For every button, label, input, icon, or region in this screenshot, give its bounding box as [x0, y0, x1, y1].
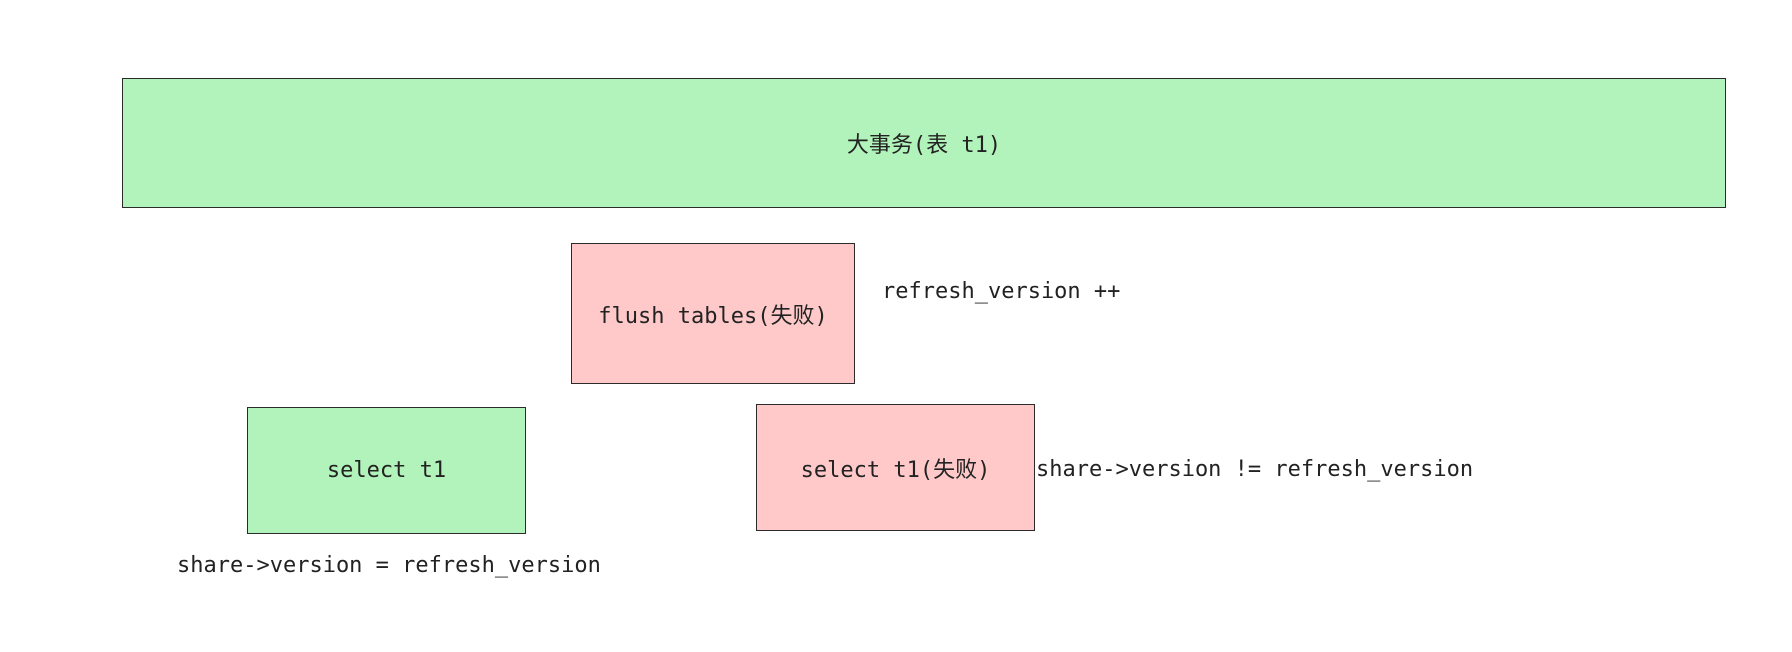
refresh-version-increment-note: refresh_version ++: [882, 279, 1121, 304]
select-t1-failed-label: select t1(失败): [800, 457, 991, 483]
flush-tables-label: flush tables(失败): [598, 303, 828, 329]
version-not-equal-note: share->version != refresh_version: [1036, 457, 1474, 482]
version-equal-note: share->version = refresh_version: [177, 553, 601, 578]
big-transaction-label: 大事务(表 t1): [846, 133, 1002, 158]
select-t1-failed-box: select t1(失败): [756, 404, 1035, 531]
select-t1-label: select t1: [326, 458, 447, 483]
select-t1-box: select t1: [247, 407, 526, 534]
big-transaction-box: 大事务(表 t1): [122, 78, 1726, 208]
flush-tables-box: flush tables(失败): [571, 243, 855, 384]
